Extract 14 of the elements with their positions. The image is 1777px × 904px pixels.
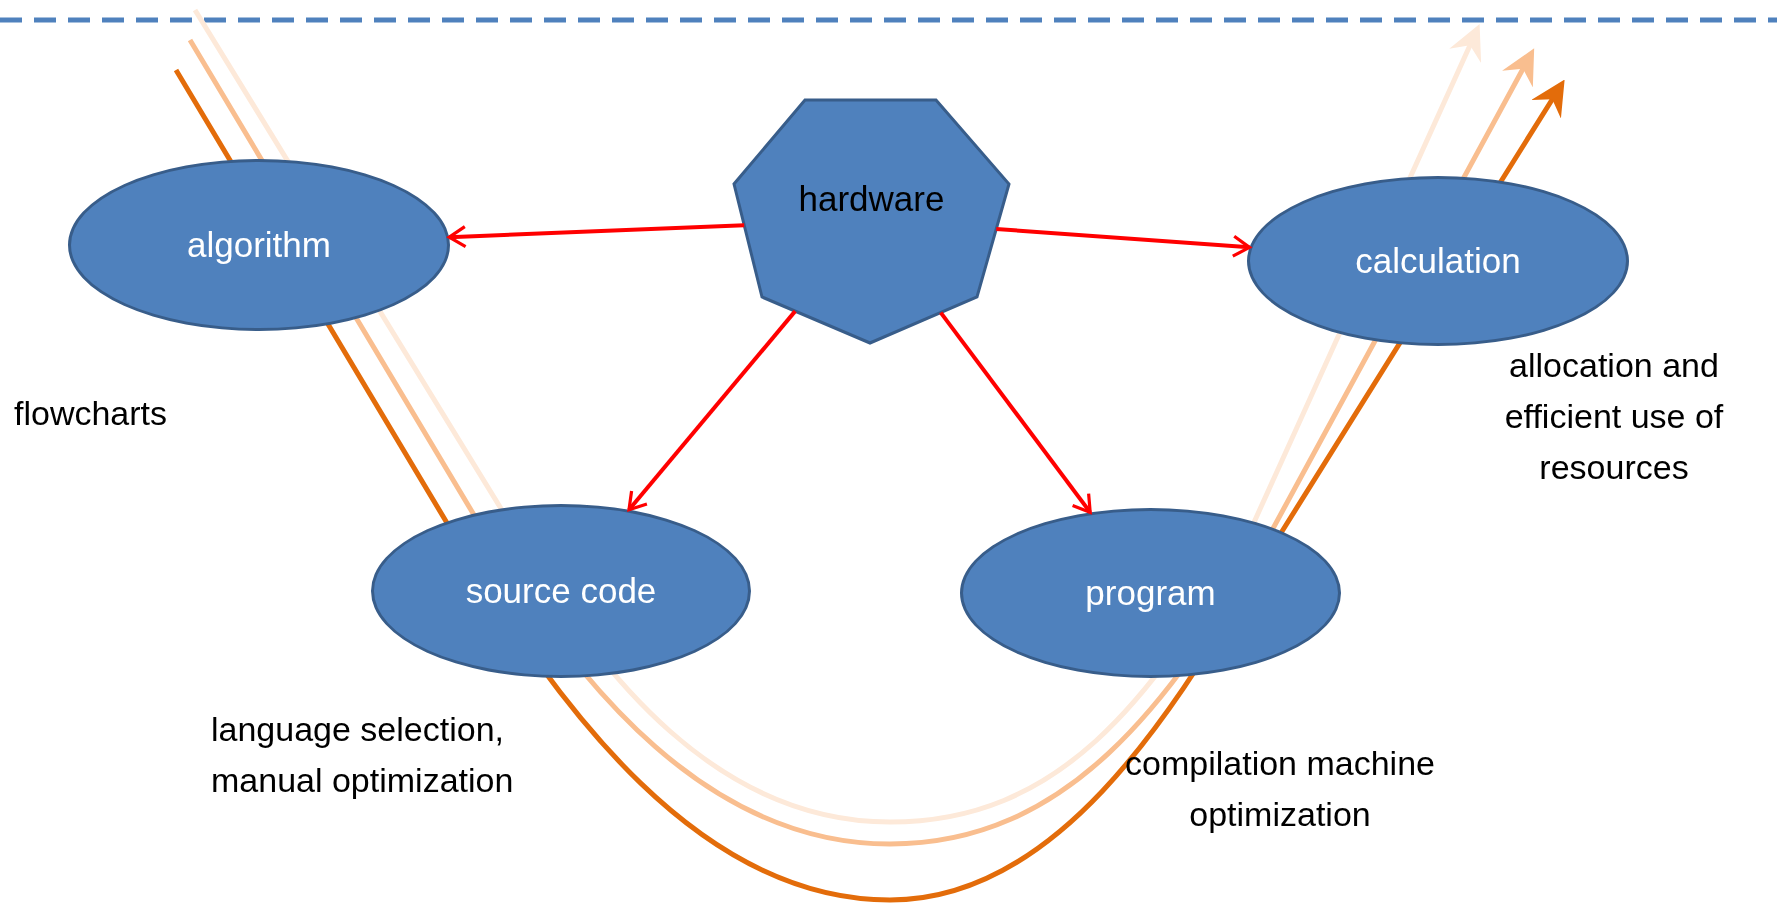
node-label: source code xyxy=(465,570,657,612)
node-label: algorithm xyxy=(187,224,331,266)
node-label: calculation xyxy=(1355,240,1521,282)
arrow xyxy=(939,311,1092,514)
arrow xyxy=(627,309,797,512)
annotation-text: flowcharts xyxy=(14,393,169,434)
arrow xyxy=(447,223,745,249)
arrow xyxy=(996,227,1252,258)
annotation-text: compilation machine optimization xyxy=(1124,743,1436,835)
annotation-text: language selection, manual optimization xyxy=(211,709,515,801)
node-label: program xyxy=(1085,572,1216,614)
heptagon-shape xyxy=(732,98,1011,345)
annotation-text: allocation and efficient use of resources xyxy=(1503,345,1725,488)
node-label: hardware xyxy=(797,178,946,220)
